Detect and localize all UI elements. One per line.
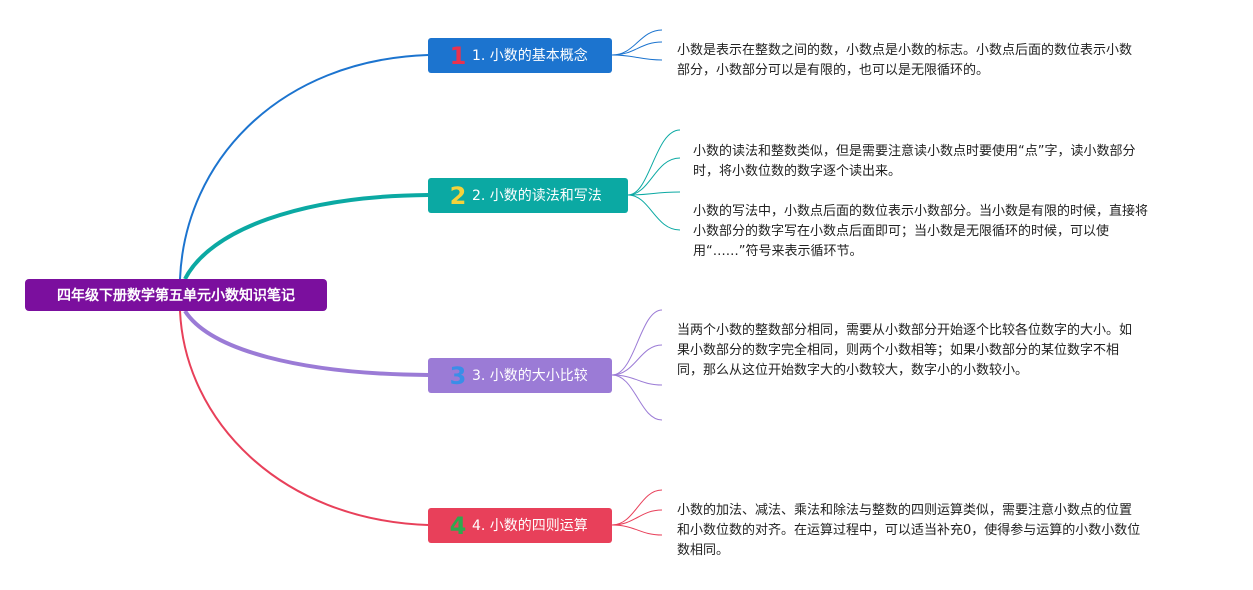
note-line: 小数是表示在整数之间的数，小数点是小数的标志。小数点后面的数位表示小数 — [677, 43, 1133, 58]
branch-4-note-fan — [611, 489, 663, 536]
note-line: 和小数位数的对齐。在运算过程中，可以适当补充0，使得参与运算的小数小数位 — [677, 523, 1141, 538]
number-4-badge: 4 — [449, 511, 467, 540]
branch-2-note-1: 小数的读法和整数类似，但是需要注意读小数点时要使用“点”字，读小数部分 时，将小… — [693, 142, 1135, 182]
note-line: 果小数部分的数字完全相同，则两个小数相等；如果小数部分的某位数字不相 — [677, 343, 1120, 358]
note-line: 同，那么从这位开始数字大的小数较大，数字小的小数较小。 — [677, 363, 1029, 378]
branch-4-node[interactable]: 4 4. 小数的四则运算 — [428, 508, 612, 543]
note-line: 当两个小数的整数部分相同，需要从小数部分开始逐个比较各位数字的大小。如 — [677, 323, 1133, 338]
root-branch-3-connector — [183, 309, 429, 377]
number-3-badge: 3 — [449, 361, 467, 390]
branch-1-label: 1. 小数的基本概念 — [472, 47, 588, 64]
branch-2-label: 2. 小数的读法和写法 — [472, 187, 602, 204]
root-topic[interactable]: 四年级下册数学第五单元小数知识笔记 — [25, 279, 327, 311]
note-line: 小数的写法中，小数点后面的数位表示小数部分。当小数是有限的时候，直接将 — [693, 204, 1149, 219]
branch-3-note-fan — [611, 309, 663, 421]
number-1-badge: 1 — [449, 41, 467, 70]
note-line: 小数的加法、减法、乘法和除法与整数的四则运算类似，需要注意小数点的位置 — [677, 503, 1133, 518]
note-line: 部分，小数部分可以是有限的，也可以是无限循环的。 — [677, 63, 990, 78]
branch-1-note-fan — [611, 29, 663, 61]
branch-2-note-2: 小数的写法中，小数点后面的数位表示小数部分。当小数是有限的时候，直接将 小数部分… — [693, 202, 1148, 262]
note-line: 时，将小数位数的数字逐个读出来。 — [693, 164, 902, 179]
branch-3-note-1: 当两个小数的整数部分相同，需要从小数部分开始逐个比较各位数字的大小。如 果小数部… — [677, 321, 1132, 381]
note-line: 小数的读法和整数类似，但是需要注意读小数点时要使用“点”字，读小数部分 — [693, 144, 1136, 159]
root-topic-label: 四年级下册数学第五单元小数知识笔记 — [57, 288, 295, 304]
branch-1-note-1: 小数是表示在整数之间的数，小数点是小数的标志。小数点后面的数位表示小数 部分，小… — [677, 41, 1132, 81]
branch-2-note-fan — [627, 129, 681, 231]
branch-3-node[interactable]: 3 3. 小数的大小比较 — [428, 358, 612, 393]
root-branch-1-connector — [179, 54, 429, 280]
note-line: 小数部分的数字写在小数点后面即可；当小数是无限循环的时候，可以使 — [693, 224, 1110, 239]
note-line: 用“……”符号来表示循环节。 — [693, 244, 863, 259]
branch-4-note-1: 小数的加法、减法、乘法和除法与整数的四则运算类似，需要注意小数点的位置 和小数位… — [677, 501, 1140, 561]
branch-2-node[interactable]: 2 2. 小数的读法和写法 — [428, 178, 628, 213]
root-branch-2-connector — [183, 193, 429, 280]
number-2-badge: 2 — [449, 181, 467, 210]
branch-1-node[interactable]: 1 1. 小数的基本概念 — [428, 38, 612, 73]
root-branch-4-connector — [179, 310, 429, 526]
note-line: 数相同。 — [677, 543, 730, 558]
branch-4-label: 4. 小数的四则运算 — [472, 517, 588, 534]
branch-3-label: 3. 小数的大小比较 — [472, 367, 588, 384]
